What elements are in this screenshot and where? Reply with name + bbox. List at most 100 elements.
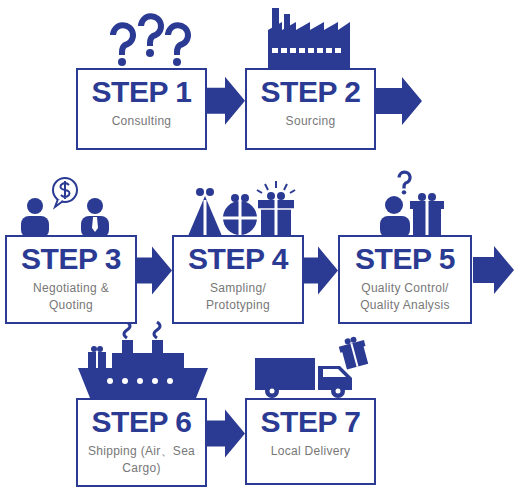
step-box: STEP 1 Consulting	[76, 68, 207, 150]
window	[299, 48, 305, 53]
flow-arrow	[304, 247, 338, 295]
ray	[275, 181, 277, 188]
flow-arrow	[207, 77, 245, 125]
step-box: STEP 4 Sampling/ Prototyping	[172, 235, 304, 324]
tilted-gift	[337, 334, 370, 370]
truck-cargo	[255, 358, 315, 390]
porthole	[137, 378, 143, 384]
question-mark	[168, 25, 188, 66]
step-number: STEP 3	[21, 242, 121, 275]
window	[290, 48, 296, 53]
step-number: STEP 7	[261, 405, 361, 438]
sparkle-rays	[257, 181, 295, 193]
ray	[257, 190, 262, 193]
question-curve	[168, 25, 188, 55]
step-label: Negotiating & Quoting	[15, 280, 127, 315]
ribbon	[258, 208, 294, 210]
bow	[267, 192, 275, 200]
box-gift	[88, 352, 106, 368]
question-dot	[146, 49, 154, 57]
necktie	[92, 217, 98, 232]
porthole	[152, 378, 158, 384]
ball-gift	[223, 201, 257, 235]
porthole	[167, 378, 173, 384]
question-curve	[113, 25, 133, 55]
hub	[270, 389, 275, 394]
factory-body	[268, 39, 350, 68]
bow	[241, 194, 249, 202]
funnel	[122, 340, 133, 354]
question-mark	[399, 172, 410, 194]
dollar-sign	[61, 181, 70, 199]
step-box: STEP 5 Quality Control/ Quality Analysis	[338, 235, 472, 324]
wheel	[265, 384, 279, 398]
window	[272, 48, 278, 53]
gifts-icon	[188, 181, 295, 236]
flow-arrow-end	[473, 246, 514, 294]
question-curve	[399, 172, 410, 188]
window	[281, 48, 287, 53]
cone-gift	[188, 196, 222, 236]
step-box: STEP 2Sourcing	[245, 68, 376, 150]
ship-cabin	[112, 353, 184, 369]
step-number: STEP 1	[92, 75, 192, 108]
flow-arrow	[207, 410, 245, 458]
ray	[284, 184, 287, 190]
ribbon	[96, 352, 98, 368]
step-label: Sourcing	[286, 113, 336, 130]
porthole	[107, 378, 113, 384]
step-label: Shipping (Air、Sea Cargo)	[86, 443, 197, 478]
step-label: Sampling/ Prototyping	[182, 280, 294, 315]
funnel	[152, 340, 163, 354]
step-number: STEP 5	[355, 242, 455, 275]
step-box: STEP 3 Negotiating & Quoting	[5, 235, 137, 324]
negotiation-icon	[21, 178, 109, 238]
bow	[97, 346, 103, 352]
porthole	[122, 378, 128, 384]
question-mark	[113, 25, 133, 66]
step-label: Quality Control/ Quality Analysis	[348, 280, 462, 315]
truck-icon	[255, 334, 370, 398]
ribbon	[204, 200, 207, 236]
question-curve	[141, 16, 161, 46]
question-marks-icon	[113, 16, 188, 66]
bow	[428, 193, 436, 201]
person-head	[87, 198, 103, 214]
step-label: Local Delivery	[271, 443, 351, 460]
wheel	[331, 384, 345, 398]
person-head	[27, 198, 43, 214]
question-mark	[141, 16, 161, 57]
smoke	[154, 322, 160, 338]
bow	[91, 346, 97, 352]
flow-arrow-end	[376, 77, 422, 125]
bow	[196, 188, 204, 196]
window	[308, 48, 314, 53]
step-box: STEP 6Shipping (Air、Sea Cargo)	[76, 398, 207, 487]
ribbon	[223, 217, 257, 220]
truck-window	[323, 369, 346, 377]
step-label: Consulting	[112, 113, 172, 130]
factory-roof	[268, 22, 350, 40]
bow	[350, 336, 357, 343]
ship-hull	[78, 368, 208, 398]
bow	[277, 192, 285, 200]
hub	[336, 389, 341, 394]
smoke	[124, 322, 130, 338]
bow	[418, 193, 426, 201]
window	[335, 48, 341, 53]
bow	[206, 188, 214, 196]
flow-arrow	[137, 247, 172, 295]
speech-tail	[55, 199, 63, 207]
person-head	[385, 196, 403, 214]
question-dot	[118, 58, 126, 66]
speech-bubble	[53, 178, 77, 202]
step-number: STEP 4	[188, 242, 288, 275]
question-dot	[402, 190, 406, 194]
ray	[290, 190, 295, 193]
factory-icon	[268, 8, 350, 68]
factory-windows	[272, 48, 341, 53]
window	[317, 48, 323, 53]
question-dot	[173, 58, 181, 66]
ray	[265, 184, 268, 190]
